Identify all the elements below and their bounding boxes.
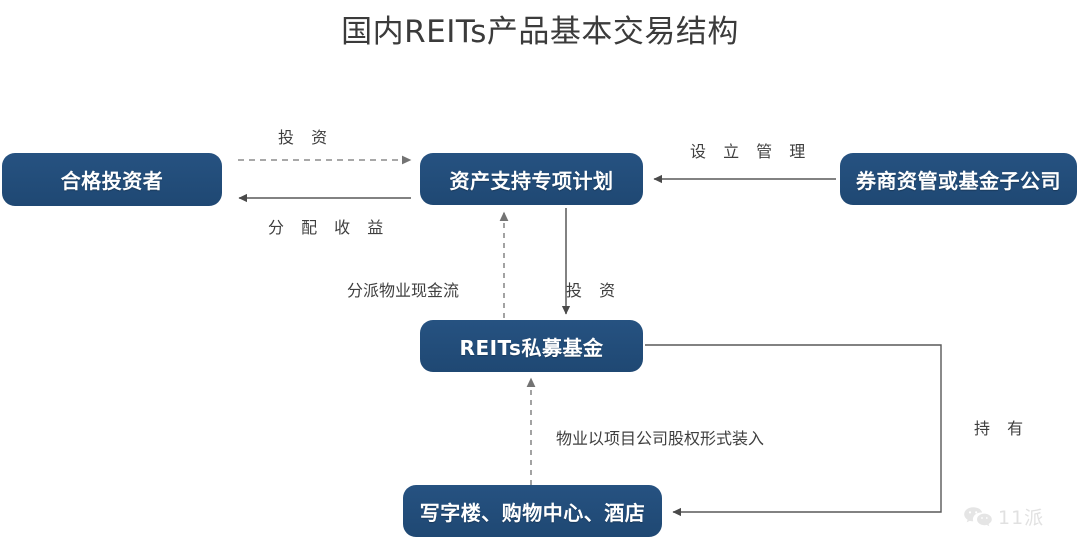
- watermark: 11派: [963, 503, 1044, 530]
- edge-label-equity-injection: 物业以项目公司股权形式装入: [556, 429, 765, 448]
- watermark-text: 11派: [998, 507, 1045, 529]
- node-securities-manager[interactable]: 券商资管或基金子公司: [840, 153, 1077, 205]
- edge-label-distribute-income: 分 配 收 益: [268, 218, 390, 237]
- node-properties[interactable]: 写字楼、购物中心、酒店: [403, 485, 662, 537]
- node-asset-backed-plan[interactable]: 资产支持专项计划: [420, 153, 643, 205]
- node-label: REITs私募基金: [459, 335, 604, 360]
- node-label: 写字楼、购物中心、酒店: [419, 500, 646, 525]
- page-title: 国内REITs产品基本交易结构: [341, 14, 739, 50]
- node-label: 券商资管或基金子公司: [856, 168, 1061, 193]
- edge-label-invest-top: 投 资: [278, 128, 334, 147]
- edge-label-invest-middle: 投 资: [566, 281, 622, 300]
- node-label: 资产支持专项计划: [449, 168, 614, 193]
- node-label: 合格投资者: [60, 169, 164, 193]
- node-reits-private-fund[interactable]: REITs私募基金: [420, 320, 643, 372]
- edge-label-hold: 持 有: [974, 419, 1030, 438]
- edge-label-setup-management: 设 立 管 理: [690, 142, 812, 161]
- wechat-icon: [963, 506, 993, 528]
- edge-label-distribute-cashflow: 分派物业现金流: [347, 281, 460, 300]
- edge-hold: [645, 344, 942, 517]
- node-qualified-investors[interactable]: 合格投资者: [2, 153, 222, 206]
